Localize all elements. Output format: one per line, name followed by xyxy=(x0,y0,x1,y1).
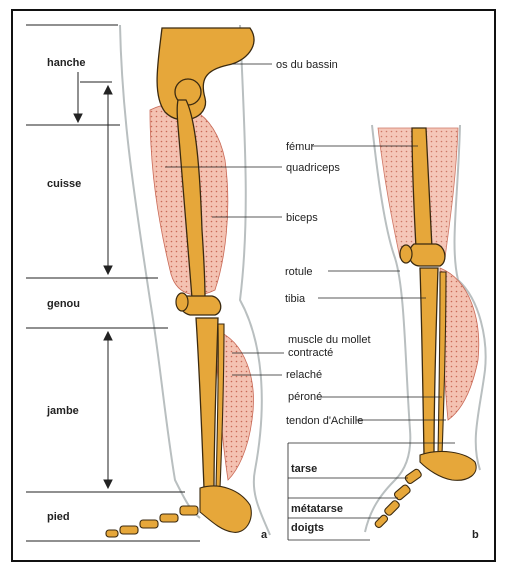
label-biceps: biceps xyxy=(286,212,318,224)
section-label-pied: pied xyxy=(47,511,70,523)
label-os-du-bassin: os du bassin xyxy=(276,59,338,71)
panel-label-b: b xyxy=(472,529,479,541)
leg-a-tibia-fibula xyxy=(196,318,224,488)
label-relache: relaché xyxy=(286,369,322,381)
label-femur: fémur xyxy=(286,141,314,153)
label-muscle-du-mollet-contracte: muscle du mollet contracté xyxy=(288,334,374,359)
label-metatarse: métatarse xyxy=(291,503,343,515)
label-perone: péroné xyxy=(288,391,322,403)
section-label-hanche: hanche xyxy=(47,57,86,69)
panel-label-a: a xyxy=(261,529,268,541)
leg-b-patella xyxy=(400,245,412,263)
label-rotule: rotule xyxy=(285,266,313,278)
leg-b-tibia-fibula xyxy=(420,268,446,455)
leg-a-patella xyxy=(176,293,188,311)
section-label-genou: genou xyxy=(47,298,80,310)
section-label-cuisse: cuisse xyxy=(47,178,81,190)
label-calf-line-2: contracté xyxy=(288,347,333,359)
section-label-jambe: jambe xyxy=(46,405,79,417)
label-doigts: doigts xyxy=(291,522,324,534)
label-tibia: tibia xyxy=(285,293,306,305)
leg-a-pelvis xyxy=(157,28,254,120)
label-calf-line: muscle du mollet xyxy=(288,334,371,346)
leg-b-foot-bones xyxy=(374,451,476,528)
leg-a-foot-bones xyxy=(106,486,251,537)
section-arrows xyxy=(74,72,112,488)
label-tarse: tarse xyxy=(291,463,317,475)
label-quadriceps: quadriceps xyxy=(286,162,340,174)
label-tendon-d-achille: tendon d'Achille xyxy=(286,415,363,427)
